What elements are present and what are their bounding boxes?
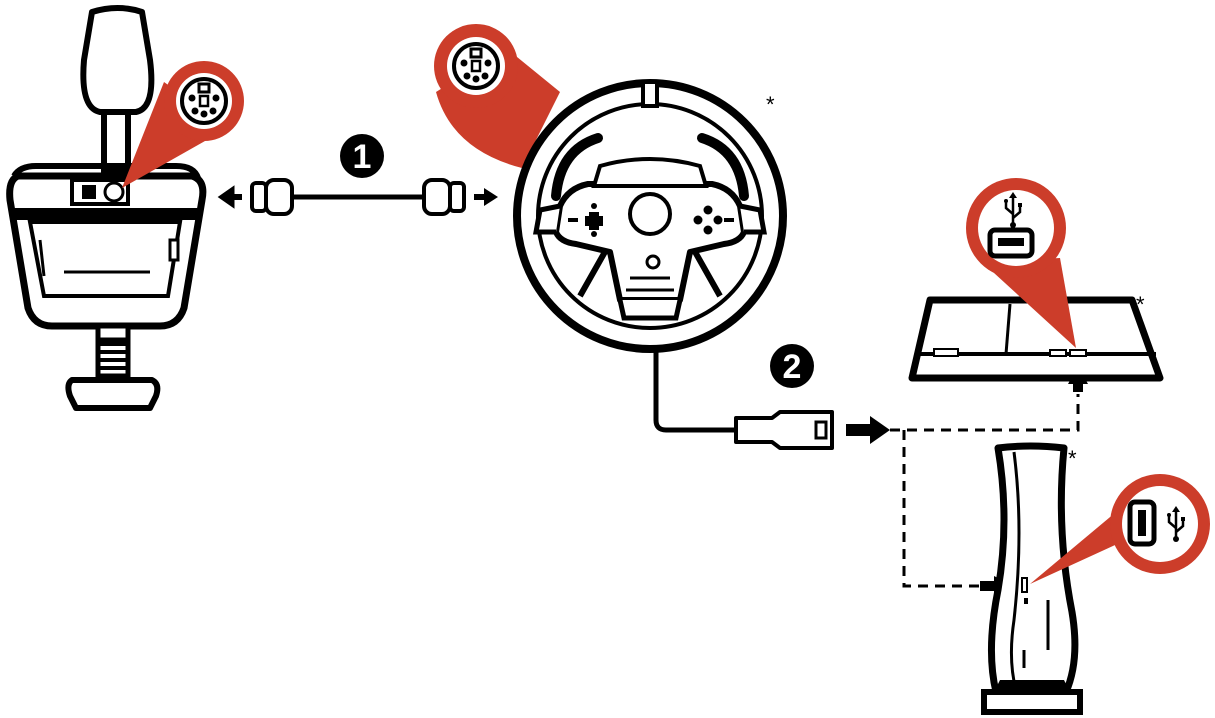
mini-din-port-icon bbox=[454, 44, 498, 88]
ps5-console bbox=[984, 446, 1080, 712]
step-1-label: 1 bbox=[353, 138, 372, 176]
usb-port-icon bbox=[990, 230, 1032, 256]
ps4-console bbox=[912, 300, 1160, 378]
step-1-badge: 1 bbox=[340, 134, 384, 178]
shifter-cable bbox=[220, 180, 498, 214]
wheel-asterisk: * bbox=[766, 92, 775, 117]
step-2-label: 2 bbox=[783, 348, 802, 386]
steering-wheel bbox=[517, 82, 783, 349]
usb-port-icon bbox=[1130, 502, 1154, 544]
ps5-asterisk: * bbox=[1068, 446, 1077, 471]
mini-din-port-icon bbox=[182, 79, 226, 123]
ps4-asterisk: * bbox=[1136, 292, 1145, 317]
gear-shifter bbox=[10, 8, 203, 408]
step-2-badge: 2 bbox=[770, 344, 814, 388]
